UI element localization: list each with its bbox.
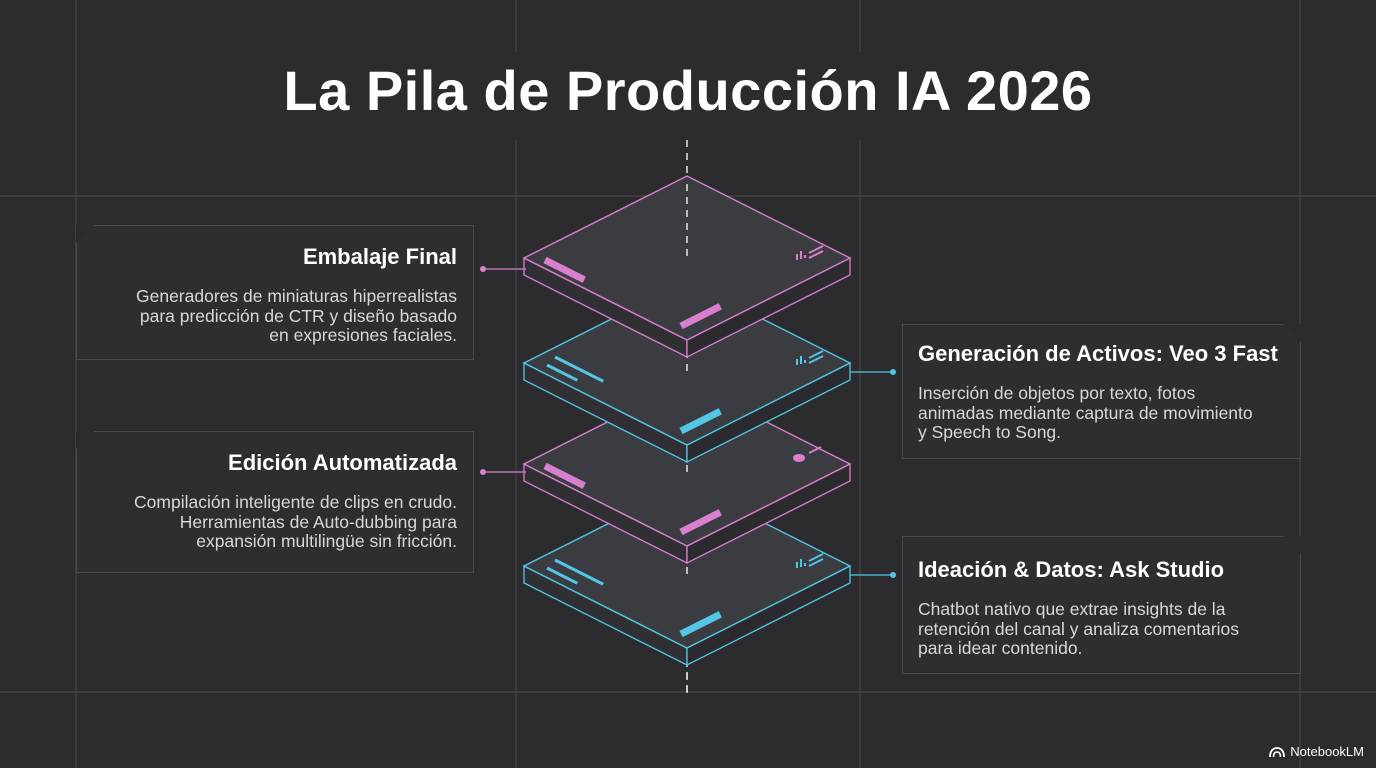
stack-layer-2 [522, 280, 852, 464]
layer-front-bar [679, 611, 722, 638]
card-embalaje-final: Embalaje Final Generadores de miniaturas… [76, 225, 474, 360]
card-description: Generadores de miniaturas hiperrealistas… [77, 286, 457, 346]
card-corner [1283, 324, 1301, 342]
bar-chart-line [808, 558, 824, 567]
layer-top-face [522, 175, 852, 341]
card-title: Ideación & Datos: Ask Studio [918, 557, 1225, 582]
card-line: animadas mediante captura de movimiento [918, 402, 1253, 423]
bar-chart-line [808, 355, 824, 364]
card-title: Embalaje Final [302, 244, 457, 269]
card-corner [76, 431, 94, 449]
bar-chart-icon [796, 245, 824, 260]
connector-dot [890, 369, 896, 375]
card-line: Inserción de objetos por texto, fotos [918, 383, 1196, 403]
layer-accent-line [554, 355, 604, 383]
bar-chart-icon [796, 553, 824, 568]
stack-layer-3 [522, 381, 852, 565]
bar-chart-line [808, 250, 824, 259]
stack-layer-4 [522, 483, 852, 667]
card-description: Inserción de objetos por texto, fotos an… [918, 383, 1300, 443]
pie-chart-shape [793, 454, 805, 462]
card-line: Herramientas de Auto-dubbing para [179, 511, 457, 532]
pie-chart-line [808, 446, 822, 454]
pie-chart-icon [793, 446, 822, 462]
card-line: Chatbot nativo que extrae insights de la [918, 599, 1226, 619]
layer-accent-bar [543, 462, 586, 489]
bar-chart-line [808, 553, 824, 562]
card-title: Generación de Activos: Veo 3 Fast [918, 341, 1278, 366]
card-line: Compilación inteligente de clips en crud… [134, 492, 457, 512]
layer-accent-line [554, 558, 604, 586]
brand-name: NotebookLM [1290, 744, 1364, 759]
card-title: Edición Automatizada [228, 450, 457, 475]
card-line: retención del canal y analiza comentario… [918, 618, 1240, 639]
connector-dot [480, 469, 486, 475]
card-generacion-activos: Generación de Activos: Veo 3 Fast Inserc… [902, 324, 1301, 459]
card-line: Generadores de miniaturas hiperrealistas [136, 286, 457, 306]
bar-chart-line [808, 245, 824, 254]
layer-front-bar [679, 509, 722, 536]
notebooklm-logo-icon [1269, 746, 1286, 757]
bar-chart-icon [796, 350, 824, 365]
layer-accent-bar [543, 256, 586, 283]
card-corner [1283, 536, 1301, 554]
card-line: y Speech to Song. [918, 422, 1062, 442]
layer-front-bar [679, 303, 722, 330]
connector-dot [890, 572, 896, 578]
brand-watermark: NotebookLM [1269, 744, 1364, 759]
card-description: Compilación inteligente de clips en crud… [77, 492, 457, 552]
stack-layer-1 [522, 175, 852, 359]
layer-top-face [522, 280, 852, 446]
layer-front-bar [679, 408, 722, 435]
card-corner [76, 225, 94, 243]
card-line: expansión multilingüe sin fricción. [196, 531, 457, 551]
layer-top-face [522, 483, 852, 649]
card-description: Chatbot nativo que extrae insights de la… [918, 599, 1300, 659]
page-title: La Pila de Producción IA 2026 [283, 59, 1093, 122]
card-edicion-automatizada: Edición Automatizada Compilación intelig… [76, 431, 474, 573]
connector-dot [480, 266, 486, 272]
card-ideacion-datos: Ideación & Datos: Ask Studio Chatbot nat… [902, 536, 1301, 674]
card-line: para predicción de CTR y diseño basado [139, 305, 457, 326]
card-line: para idear contenido. [918, 638, 1083, 658]
bar-chart-line [808, 350, 824, 359]
layer-accent-line [546, 363, 579, 382]
card-line: en expresiones faciales. [269, 325, 457, 345]
layer-top-face [522, 381, 852, 547]
layer-accent-line [546, 566, 579, 585]
